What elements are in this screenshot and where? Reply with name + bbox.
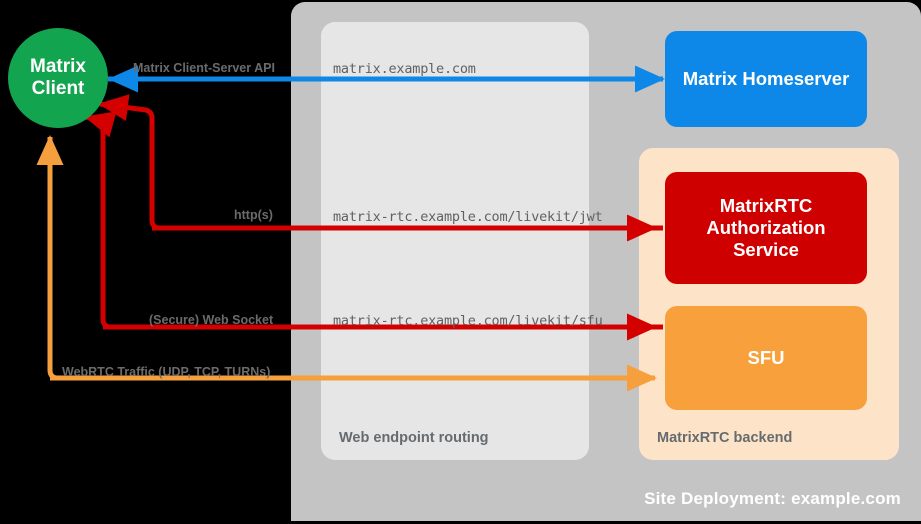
edge-label-http-s: http(s): [234, 208, 273, 222]
node-matrix-client[interactable]: Matrix Client: [8, 28, 108, 128]
edge-label-secure-web-socket: (Secure) Web Socket: [149, 313, 274, 327]
matrix-client-label-line1: Matrix: [30, 55, 86, 77]
authorization-service-label-line2: Authorization: [706, 217, 826, 239]
node-sfu[interactable]: SFU: [665, 306, 867, 410]
matrixrtc-backend-label: MatrixRTC backend: [657, 430, 793, 446]
matrix-client-label-line2: Client: [31, 78, 85, 99]
edge-label-webrtc-traffic: WebRTC Traffic (UDP, TCP, TURNs): [62, 365, 271, 379]
web-endpoint-routing-panel: Web endpoint routing: [321, 22, 589, 460]
authorization-service-label-line1: MatrixRTC: [719, 195, 813, 217]
matrix-homeserver-label: Matrix Homeserver: [682, 68, 850, 90]
web-endpoint-routing-label: Web endpoint routing: [339, 430, 489, 446]
endpoint-label-livekit-sfu: matrix-rtc.example.com/livekit/sfu: [333, 313, 603, 329]
sfu-label: SFU: [747, 347, 785, 369]
endpoint-label-livekit-jwt: matrix-rtc.example.com/livekit/jwt: [333, 209, 603, 225]
endpoint-label-matrix-example-com: matrix.example.com: [333, 61, 476, 77]
node-matrixrtc-authorization-service[interactable]: MatrixRTC Authorization Service: [665, 172, 867, 284]
site-deployment-label: Site Deployment: example.com: [644, 489, 901, 508]
edge-label-client-server-api: Matrix Client-Server API: [133, 61, 275, 75]
node-matrix-homeserver[interactable]: Matrix Homeserver: [665, 31, 867, 127]
authorization-service-label-line3: Service: [733, 238, 799, 260]
